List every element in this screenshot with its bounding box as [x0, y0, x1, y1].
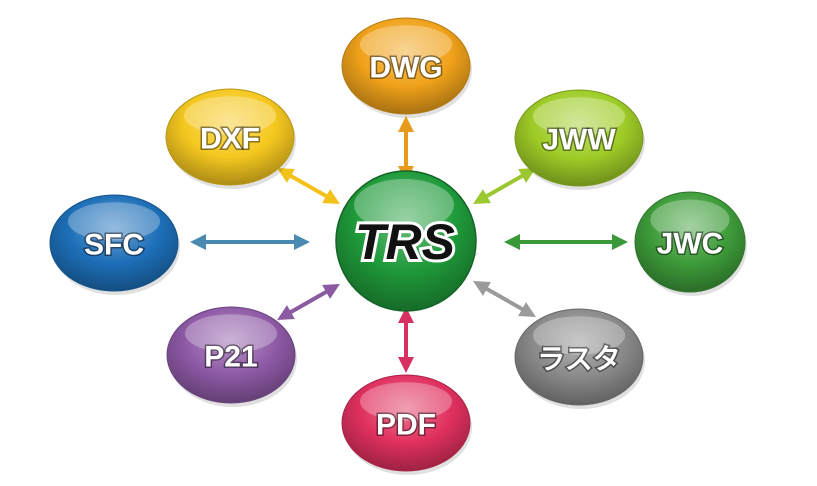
- node-label-dwg: DWG: [369, 52, 442, 85]
- node-bubble-jww: [514, 89, 644, 187]
- node-sfc: SFC: [49, 194, 180, 295]
- node-dxf: DXF: [165, 88, 296, 189]
- node-bubble-dxf: [165, 88, 295, 186]
- arrow-raster: [473, 281, 536, 317]
- node-gloss: [532, 97, 626, 136]
- center-node-trs: TRS: [335, 170, 478, 312]
- node-pdf: PDF: [341, 374, 472, 475]
- center-label: TRS: [355, 214, 455, 270]
- node-label-sfc: SFC: [84, 229, 144, 262]
- node-label-p21: P21: [204, 341, 257, 374]
- node-label-pdf: PDF: [376, 409, 436, 442]
- node-label-jwc: JWC: [657, 228, 724, 261]
- node-bubble-jwc: [634, 191, 746, 293]
- node-jww: JWW: [514, 89, 645, 190]
- node-gloss: [183, 96, 277, 135]
- node-label-dxf: DXF: [200, 123, 260, 156]
- node-gloss: [184, 314, 278, 353]
- node-bubble-pdf: [341, 374, 471, 472]
- nodes-layer: DWG JWW JWC ラスタ PDF P21 SFC DXF: [49, 17, 747, 475]
- node-label-jww: JWW: [542, 124, 616, 157]
- node-gloss: [532, 316, 626, 355]
- node-gloss: [359, 382, 453, 421]
- node-bubble-p21: [166, 306, 296, 404]
- node-jwc: JWC: [634, 191, 747, 296]
- node-p21: P21: [166, 306, 297, 407]
- node-label-raster: ラスタ: [537, 344, 620, 375]
- arrow-jww: [473, 168, 536, 204]
- node-gloss: [67, 202, 161, 241]
- node-gloss: [359, 25, 453, 64]
- node-dwg: DWG: [341, 17, 472, 118]
- node-raster: ラスタ: [514, 308, 645, 409]
- arrows-layer: [190, 116, 628, 373]
- arrow-p21: [277, 284, 340, 320]
- node-gloss: [650, 199, 730, 240]
- center-sphere: [335, 170, 477, 312]
- arrow-dxf: [277, 168, 340, 204]
- node-bubble-dwg: [341, 17, 471, 115]
- node-bubble-sfc: [49, 194, 179, 292]
- node-bubble-raster: [514, 308, 644, 406]
